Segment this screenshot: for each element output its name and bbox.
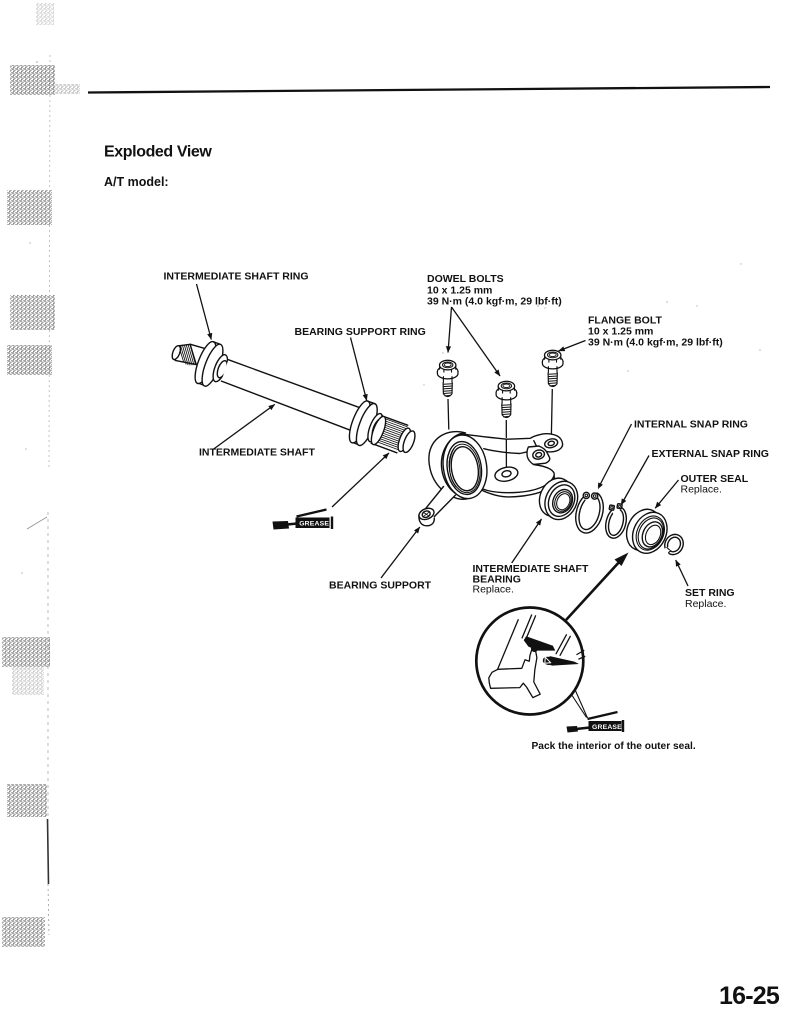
svg-text:Exploded View: Exploded View — [104, 144, 212, 161]
svg-text:OUTER SEAL: OUTER SEAL — [681, 473, 749, 485]
svg-text:DOWEL BOLTS: DOWEL BOLTS — [427, 273, 504, 285]
svg-text:INTERMEDIATE SHAFT: INTERMEDIATE SHAFT — [199, 447, 315, 459]
svg-text:INTERMEDIATE SHAFT: INTERMEDIATE SHAFT — [473, 563, 589, 575]
svg-text:Replace.: Replace. — [685, 598, 726, 610]
svg-text:Pack the interior of the outer: Pack the interior of the outer seal. — [532, 741, 696, 752]
svg-text:GREASE: GREASE — [592, 724, 622, 731]
svg-text:INTERMEDIATE SHAFT RING: INTERMEDIATE SHAFT RING — [164, 271, 309, 283]
svg-text:INTERNAL SNAP RING: INTERNAL SNAP RING — [634, 419, 748, 431]
svg-text:Replace.: Replace. — [681, 484, 722, 496]
svg-text:10 x 1.25 mm: 10 x 1.25 mm — [588, 326, 653, 338]
svg-text:SET RING: SET RING — [685, 587, 735, 599]
svg-text:EXTERNAL SNAP RING: EXTERNAL SNAP RING — [652, 448, 769, 460]
svg-text:GREASE: GREASE — [299, 521, 329, 528]
svg-text:16-25: 16-25 — [719, 982, 780, 1010]
svg-text:A/T model:: A/T model: — [104, 175, 169, 189]
svg-text:39 N·m (4.0 kgf·m, 29 lbf·ft): 39 N·m (4.0 kgf·m, 29 lbf·ft) — [588, 337, 723, 349]
svg-text:10 x 1.25 mm: 10 x 1.25 mm — [427, 285, 492, 297]
svg-text:39 N·m (4.0 kgf·m, 29 lbf·ft): 39 N·m (4.0 kgf·m, 29 lbf·ft) — [427, 296, 562, 308]
svg-text:FLANGE BOLT: FLANGE BOLT — [588, 315, 662, 327]
svg-text:Replace.: Replace. — [473, 584, 514, 596]
svg-text:BEARING: BEARING — [473, 574, 521, 586]
svg-text:BEARING SUPPORT RING: BEARING SUPPORT RING — [295, 326, 426, 338]
svg-text:BEARING SUPPORT: BEARING SUPPORT — [329, 580, 432, 592]
